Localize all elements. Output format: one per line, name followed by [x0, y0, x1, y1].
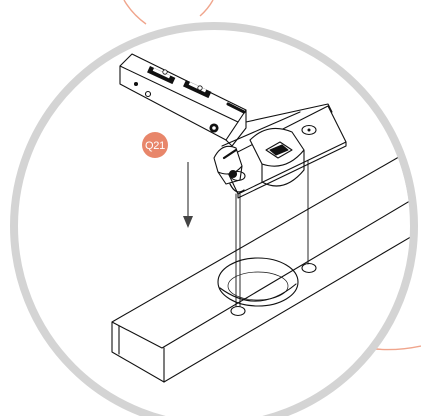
- alignment-lines: [235, 151, 309, 307]
- accent-arc-top-left: [123, 0, 147, 25]
- pilot-hole-left: [230, 305, 246, 317]
- frame-ring: [10, 22, 418, 416]
- cup-bore-hole: [217, 257, 299, 307]
- hinge-arm: [119, 53, 247, 147]
- hinge-knuckle: [213, 103, 333, 193]
- accent-arc-top-right: [199, 0, 214, 17]
- hinge-cup: [249, 127, 305, 187]
- insert-direction-arrow: [183, 162, 193, 228]
- step-badge-label: Q21: [145, 140, 165, 152]
- cabinet-panel: [111, 153, 410, 383]
- pilot-hole-right: [301, 262, 317, 274]
- step-badge-circle: [142, 132, 168, 158]
- step-badge: Q21: [142, 132, 168, 158]
